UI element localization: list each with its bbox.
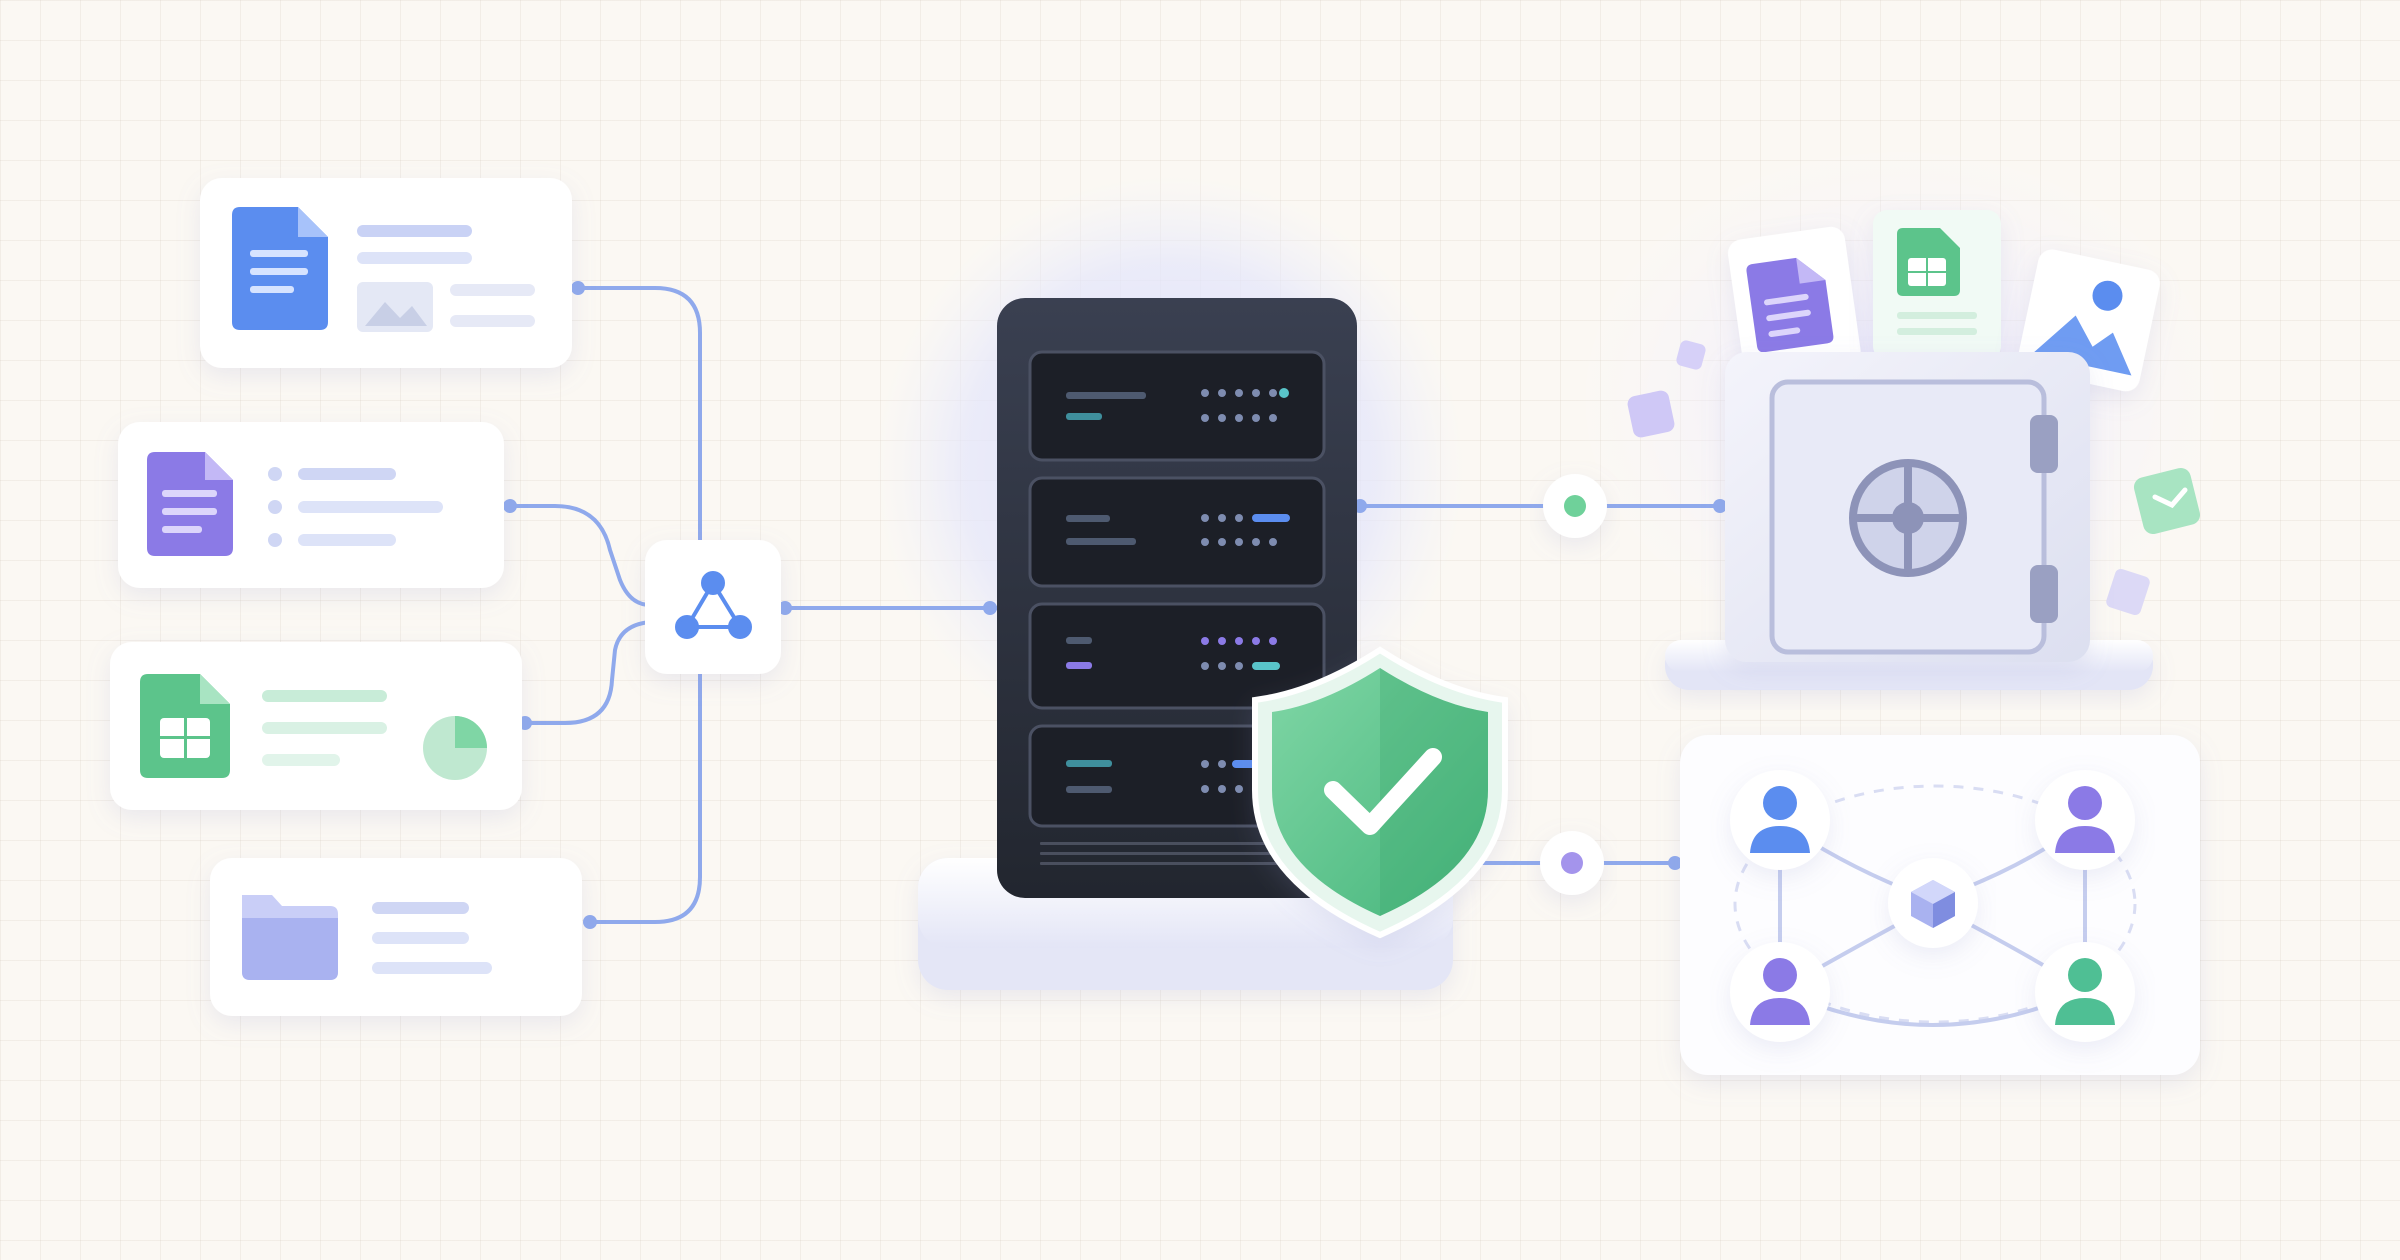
user-icon bbox=[2035, 942, 2135, 1042]
node-storage-link bbox=[1543, 474, 1607, 538]
server-unit-3 bbox=[1028, 602, 1326, 710]
user-icon bbox=[1730, 770, 1830, 870]
server-unit-2 bbox=[1028, 476, 1326, 588]
cube-icon bbox=[1888, 858, 1978, 948]
document-icon bbox=[1727, 226, 1861, 379]
server-vent bbox=[1040, 842, 1314, 865]
connector-dots bbox=[503, 281, 997, 929]
user-icon bbox=[1730, 942, 1830, 1042]
node-network-link bbox=[1540, 831, 1604, 895]
spreadsheet-icon bbox=[140, 674, 230, 778]
share-network-icon bbox=[675, 571, 752, 639]
image-thumbnail-icon bbox=[357, 282, 433, 332]
vault-safe-icon bbox=[1665, 352, 2153, 690]
list-lines bbox=[268, 467, 443, 547]
share-network-hub[interactable] bbox=[645, 540, 781, 674]
pie-chart-icon bbox=[423, 716, 487, 780]
shield-check-icon bbox=[1252, 646, 1508, 939]
spreadsheet-icon bbox=[1873, 210, 2001, 360]
folder-icon bbox=[242, 895, 338, 980]
document-icon bbox=[232, 207, 328, 330]
user-network-card bbox=[1680, 735, 2200, 1075]
server-unit-1 bbox=[1028, 350, 1326, 462]
document-icon bbox=[147, 452, 233, 556]
floating-decor bbox=[1627, 340, 2201, 616]
user-icon bbox=[2035, 770, 2135, 870]
server-unit-4 bbox=[1028, 724, 1326, 828]
source-connectors bbox=[508, 286, 1002, 924]
